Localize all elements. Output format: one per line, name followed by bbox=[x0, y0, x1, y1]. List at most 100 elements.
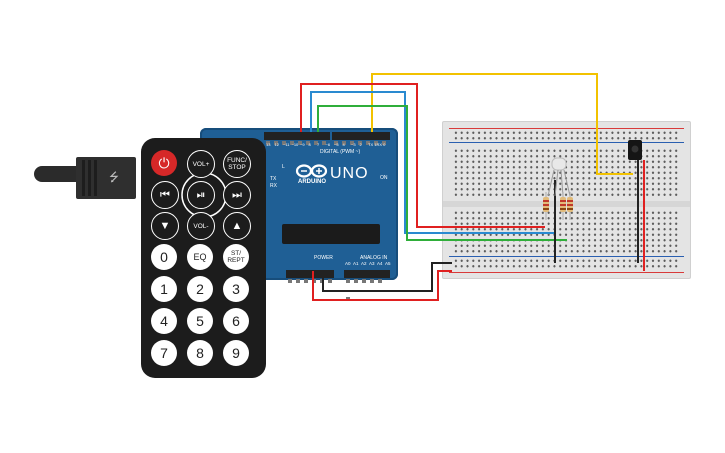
prev-icon: ⏮ bbox=[160, 188, 170, 201]
analog-pin-label: A4 bbox=[377, 261, 383, 266]
digit-8-button[interactable]: 8 bbox=[187, 340, 213, 366]
st-rept-label: ST/ REPT bbox=[227, 250, 245, 264]
digit-1-label: 1 bbox=[160, 281, 168, 297]
ir-receiver-sensor[interactable] bbox=[628, 140, 642, 160]
analog-pin-label: A3 bbox=[369, 261, 375, 266]
down-arrow-icon: ▼ bbox=[159, 220, 171, 232]
l-led-label: L bbox=[282, 164, 285, 170]
digit-0-label: 0 bbox=[160, 249, 168, 265]
next-button[interactable]: ⏭ bbox=[223, 181, 251, 209]
digital-pin-label: 8 bbox=[308, 142, 311, 147]
arduino-logo-icon bbox=[295, 164, 328, 178]
st-rept-button[interactable]: ST/ REPT bbox=[223, 244, 249, 270]
power-button[interactable]: ⏻ bbox=[151, 150, 177, 176]
arduino-brand: ARDUINO bbox=[298, 179, 326, 185]
play-pause-button[interactable]: ⏯ bbox=[187, 181, 215, 209]
top-positive-rail bbox=[449, 128, 684, 129]
upper-terminal-holes bbox=[453, 148, 680, 198]
uno-label: UNO bbox=[330, 165, 369, 182]
digital-pin-label: ~5 bbox=[334, 142, 339, 147]
digital-pin-label: ~10 bbox=[291, 142, 299, 147]
func-stop-label: FUNC/ STOP bbox=[227, 157, 247, 171]
analog-pin-label: A2 bbox=[361, 261, 367, 266]
digit-2-button[interactable]: 2 bbox=[187, 276, 213, 302]
vol-down-label: VOL- bbox=[193, 222, 209, 230]
rx-label: RX bbox=[270, 183, 277, 189]
digit-3-label: 3 bbox=[232, 281, 240, 297]
usb-ridge bbox=[82, 160, 85, 196]
digit-9-label: 9 bbox=[232, 345, 240, 361]
digit-3-button[interactable]: 3 bbox=[223, 276, 249, 302]
eq-button[interactable]: EQ bbox=[187, 244, 213, 270]
func-stop-button[interactable]: FUNC/ STOP bbox=[223, 150, 251, 178]
power-label: POWER bbox=[314, 255, 333, 261]
analog-pin-label: A5 bbox=[385, 261, 391, 266]
vol-up-button[interactable]: VOL+ bbox=[187, 150, 215, 178]
power-icon: ⏻ bbox=[158, 154, 170, 171]
on-led-label: ON bbox=[380, 175, 388, 181]
digit-0-button[interactable]: 0 bbox=[151, 244, 177, 270]
digit-6-button[interactable]: 6 bbox=[223, 308, 249, 334]
resistor-2[interactable] bbox=[560, 192, 566, 220]
microcontroller-chip bbox=[282, 224, 380, 244]
digital-pin-label: ~9 bbox=[300, 142, 305, 147]
red-power-wire[interactable] bbox=[312, 270, 452, 301]
digit-2-label: 2 bbox=[196, 281, 204, 297]
digit-1-button[interactable]: 1 bbox=[151, 276, 177, 302]
digital-pin-label: TX 1 bbox=[368, 142, 377, 147]
digit-5-button[interactable]: 5 bbox=[187, 308, 213, 334]
up-arrow-icon: ▲ bbox=[231, 220, 243, 232]
digital-pin-label: 7 bbox=[317, 142, 320, 147]
digital-header-high bbox=[264, 132, 330, 145]
digit-7-button[interactable]: 7 bbox=[151, 340, 177, 366]
blue-signal-wire[interactable] bbox=[310, 91, 555, 234]
digit-6-label: 6 bbox=[232, 313, 240, 329]
digit-9-button[interactable]: 9 bbox=[223, 340, 249, 366]
digital-pin-label: 13 bbox=[266, 142, 271, 147]
usb-plug bbox=[76, 157, 136, 199]
green-signal-wire[interactable] bbox=[317, 105, 567, 241]
eq-label: EQ bbox=[193, 252, 207, 262]
ir-remote[interactable]: ⏻ VOL+ FUNC/ STOP ⏮ ⏯ ⏭ ▼ VOL- ▲ 0 EQ ST… bbox=[141, 138, 266, 378]
next-icon: ⏭ bbox=[232, 188, 242, 201]
digital-pin-label: ~6 bbox=[325, 142, 331, 147]
usb-icon: ⭍ bbox=[109, 170, 119, 184]
down-button[interactable]: ▼ bbox=[151, 212, 179, 240]
analog-pin-label: A0 bbox=[345, 261, 351, 266]
tx-label: TX bbox=[270, 176, 277, 182]
digital-pin-label: 12 bbox=[274, 142, 279, 147]
vol-down-button[interactable]: VOL- bbox=[187, 212, 215, 240]
digit-5-label: 5 bbox=[196, 313, 204, 329]
digit-8-label: 8 bbox=[196, 345, 204, 361]
resistor-1[interactable] bbox=[543, 192, 549, 220]
analog-pin-label: A1 bbox=[353, 261, 359, 266]
vol-up-label: VOL+ bbox=[192, 160, 210, 168]
digital-pin-label: 2 bbox=[359, 142, 362, 147]
usb-ridge bbox=[94, 160, 97, 196]
bottom-negative-rail bbox=[449, 256, 684, 257]
rgb-led[interactable] bbox=[547, 157, 571, 197]
digital-pin-label: ~3 bbox=[351, 142, 356, 147]
yellow-wire[interactable] bbox=[371, 73, 633, 175]
usb-ridge bbox=[88, 160, 91, 196]
black-ground-wire[interactable] bbox=[322, 262, 452, 292]
digit-4-label: 4 bbox=[160, 313, 168, 329]
up-button[interactable]: ▲ bbox=[223, 212, 251, 240]
digit-7-label: 7 bbox=[160, 345, 168, 361]
digital-pin-label: ~11 bbox=[283, 142, 290, 147]
prev-button[interactable]: ⏮ bbox=[151, 181, 179, 209]
bottom-rail-holes bbox=[453, 258, 680, 270]
digital-pin-label: 4 bbox=[342, 142, 345, 147]
digital-pin-label: RX 0 bbox=[376, 142, 386, 147]
red-signal-wire[interactable] bbox=[300, 83, 545, 228]
resistor-3[interactable] bbox=[567, 192, 573, 220]
play-pause-icon: ⏯ bbox=[196, 188, 206, 201]
top-negative-rail bbox=[449, 142, 684, 143]
digit-4-button[interactable]: 4 bbox=[151, 308, 177, 334]
top-rail-holes bbox=[453, 130, 680, 140]
digital-label: DIGITAL (PWM ~) bbox=[320, 149, 361, 155]
analog-label: ANALOG IN bbox=[360, 255, 388, 261]
center-gap bbox=[443, 201, 690, 207]
